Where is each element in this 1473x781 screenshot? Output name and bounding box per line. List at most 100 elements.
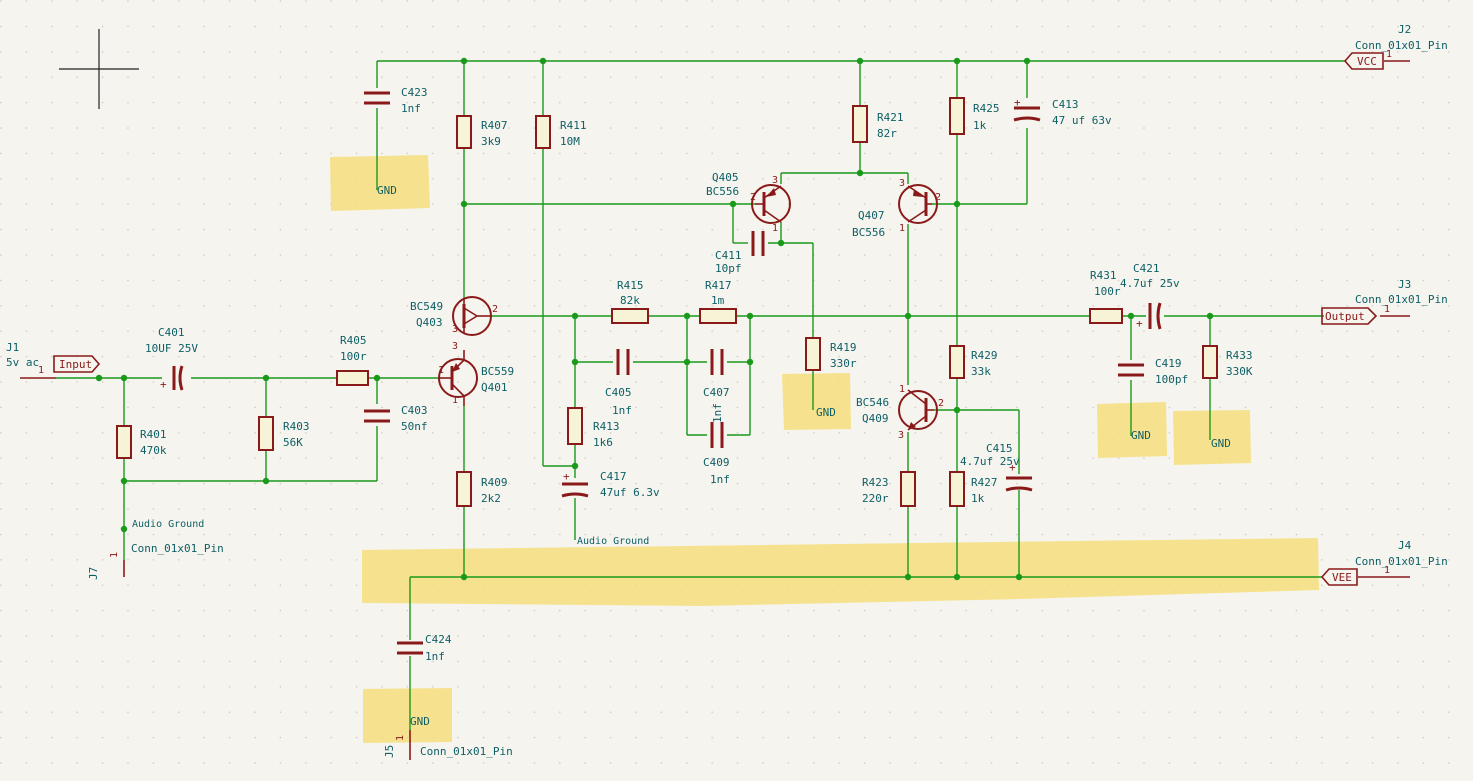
c403-value: 50nf bbox=[401, 420, 428, 433]
j1-ref: J1 bbox=[6, 341, 19, 354]
transistor-q401[interactable]: 1 3 1 BC559 Q401 bbox=[438, 341, 514, 406]
c401-polarity-plus: + bbox=[160, 378, 167, 391]
r429-ref: R429 bbox=[971, 349, 998, 362]
capacitor-c401[interactable]: + C401 10UF 25V bbox=[145, 326, 198, 391]
highlight-gnd-r419 bbox=[782, 373, 851, 430]
q407-pin-1: 1 bbox=[899, 223, 905, 234]
connector-j2[interactable]: J2 Conn_01x01_Pin 1 VCC bbox=[1343, 23, 1448, 70]
c405-ref: C405 bbox=[605, 386, 632, 399]
capacitor-c419[interactable]: C419 100pf bbox=[1118, 357, 1188, 386]
resistor-r419[interactable]: R419 330r bbox=[805, 337, 857, 371]
j3-ref: J3 bbox=[1398, 278, 1411, 291]
resistor-r403[interactable]: R403 56K bbox=[258, 416, 310, 451]
resistor-r431[interactable]: R431 100r bbox=[1089, 269, 1123, 324]
junctions bbox=[95, 57, 1214, 581]
gnd-label-c419: GND bbox=[1131, 429, 1151, 442]
vcc-net-label-text: VCC bbox=[1357, 55, 1377, 68]
resistor-r421[interactable]: R421 82r bbox=[852, 105, 904, 143]
r409-value: 2k2 bbox=[481, 492, 501, 505]
capacitor-c421[interactable]: + C421 4.7uf 25v bbox=[1120, 262, 1180, 330]
resistor-r409[interactable]: R409 2k2 bbox=[456, 471, 508, 507]
transistor-q409[interactable]: 1 2 3 BC546 Q409 bbox=[856, 384, 944, 441]
capacitor-c409[interactable]: C409 1nf bbox=[703, 422, 730, 486]
r425-ref: R425 bbox=[973, 102, 1000, 115]
c415-ref: C415 bbox=[986, 442, 1013, 455]
q401-value: BC559 bbox=[481, 365, 514, 378]
capacitor-c415[interactable]: + C415 4.7uf 25v bbox=[960, 442, 1033, 492]
resistor-r429[interactable]: R429 33k bbox=[949, 345, 998, 379]
j4-pin-number: 1 bbox=[1384, 565, 1390, 576]
resistor-r423[interactable]: R423 220r bbox=[862, 471, 916, 507]
r407-ref: R407 bbox=[481, 119, 508, 132]
resistor-r417[interactable]: R417 1m bbox=[699, 279, 737, 324]
c409-ref: C409 bbox=[703, 456, 730, 469]
q407-ref: Q407 bbox=[858, 209, 885, 222]
q401-pin-1: 1 bbox=[438, 365, 444, 376]
connector-j5[interactable]: J5 Conn_01x01_Pin 1 bbox=[383, 730, 513, 760]
r413-ref: R413 bbox=[593, 420, 620, 433]
c411-value: 10pf bbox=[715, 262, 742, 275]
audio-ground-label-input: Audio Ground bbox=[132, 519, 204, 530]
r421-value: 82r bbox=[877, 127, 897, 140]
j1-pin-number: 1 bbox=[38, 365, 44, 376]
c415-polarity-plus: + bbox=[1009, 461, 1016, 474]
resistor-r411[interactable]: R411 10M bbox=[535, 115, 587, 149]
cursor-crosshair bbox=[59, 29, 139, 109]
capacitor-c405[interactable]: C405 1nf bbox=[605, 349, 632, 417]
q405-pin-2: 2 bbox=[750, 192, 756, 203]
c401-ref: C401 bbox=[158, 326, 185, 339]
resistor-r425[interactable]: R425 1k bbox=[949, 97, 1000, 135]
r429-value: 33k bbox=[971, 365, 991, 378]
connector-j4[interactable]: J4 Conn_01x01_Pin 1 VEE bbox=[1320, 539, 1448, 586]
c423-value: 1nf bbox=[401, 102, 421, 115]
r411-ref: R411 bbox=[560, 119, 587, 132]
capacitor-c411[interactable]: C411 10pf bbox=[715, 231, 765, 275]
connector-j3[interactable]: J3 Conn_01x01_Pin 1 Output bbox=[1321, 278, 1448, 325]
r401-value: 470k bbox=[140, 444, 167, 457]
capacitor-c424[interactable]: C424 1nf bbox=[397, 633, 452, 663]
transistor-q407[interactable]: 3 2 1 Q407 BC556 bbox=[852, 178, 941, 239]
resistor-r415[interactable]: R415 82k bbox=[611, 279, 649, 324]
r425-value: 1k bbox=[973, 119, 987, 132]
j2-ref: J2 bbox=[1398, 23, 1411, 36]
vee-net-label[interactable] bbox=[1320, 568, 1358, 586]
q403-pin-2: 2 bbox=[492, 304, 498, 315]
capacitor-c413[interactable]: + C413 47 uf 63v bbox=[1013, 96, 1112, 127]
r431-ref: R431 bbox=[1090, 269, 1117, 282]
resistor-r413[interactable]: R413 1k6 bbox=[567, 407, 620, 449]
input-net-label-text: Input bbox=[59, 358, 92, 371]
q401-ref: Q401 bbox=[481, 381, 508, 394]
transistor-q403[interactable]: 2 3 BC549 Q403 bbox=[410, 296, 498, 336]
c421-value: 4.7uf 25v bbox=[1120, 277, 1180, 290]
q407-pin-2: 2 bbox=[935, 192, 941, 203]
capacitor-c423[interactable]: C423 1nf bbox=[364, 86, 428, 115]
highlight-gnd-c419 bbox=[1097, 402, 1167, 458]
r433-value: 330K bbox=[1226, 365, 1253, 378]
q403-pin-3: 3 bbox=[452, 324, 458, 335]
j3-pin-number: 1 bbox=[1384, 304, 1390, 315]
r427-value: 1k bbox=[971, 492, 985, 505]
capacitor-c403[interactable]: C403 50nf bbox=[364, 404, 428, 433]
resistor-r405[interactable]: R405 100r bbox=[336, 334, 369, 386]
q409-pin-1: 1 bbox=[899, 384, 905, 395]
capacitor-c417[interactable]: + C417 47uf 6.3v bbox=[561, 470, 660, 499]
c413-ref: C413 bbox=[1052, 98, 1079, 111]
capacitor-c407[interactable]: C407 1nf bbox=[703, 349, 730, 423]
power-labels: GND GND GND GND GND Audio Ground Audio G… bbox=[132, 184, 1231, 728]
c417-polarity-plus: + bbox=[563, 470, 570, 483]
resistor-r433[interactable]: R433 330K bbox=[1202, 345, 1253, 379]
c424-ref: C424 bbox=[425, 633, 452, 646]
connector-j7[interactable]: J7 Conn_01x01_Pin 1 bbox=[87, 542, 224, 580]
connector-j1[interactable]: J1 5v ac 1 Input bbox=[6, 341, 101, 379]
transistor-q405[interactable]: 3 2 1 Q405 BC556 bbox=[706, 171, 791, 234]
r411-value: 10M bbox=[560, 135, 580, 148]
input-net-label[interactable] bbox=[53, 355, 101, 373]
resistor-r401[interactable]: R401 470k bbox=[116, 425, 167, 459]
resistor-r407[interactable]: R407 3k9 bbox=[456, 115, 508, 149]
r401-ref: R401 bbox=[140, 428, 167, 441]
output-net-label[interactable] bbox=[1321, 307, 1378, 325]
r403-value: 56K bbox=[283, 436, 303, 449]
vcc-net-label[interactable] bbox=[1343, 52, 1384, 70]
resistor-r427[interactable]: R427 1k bbox=[949, 471, 998, 507]
